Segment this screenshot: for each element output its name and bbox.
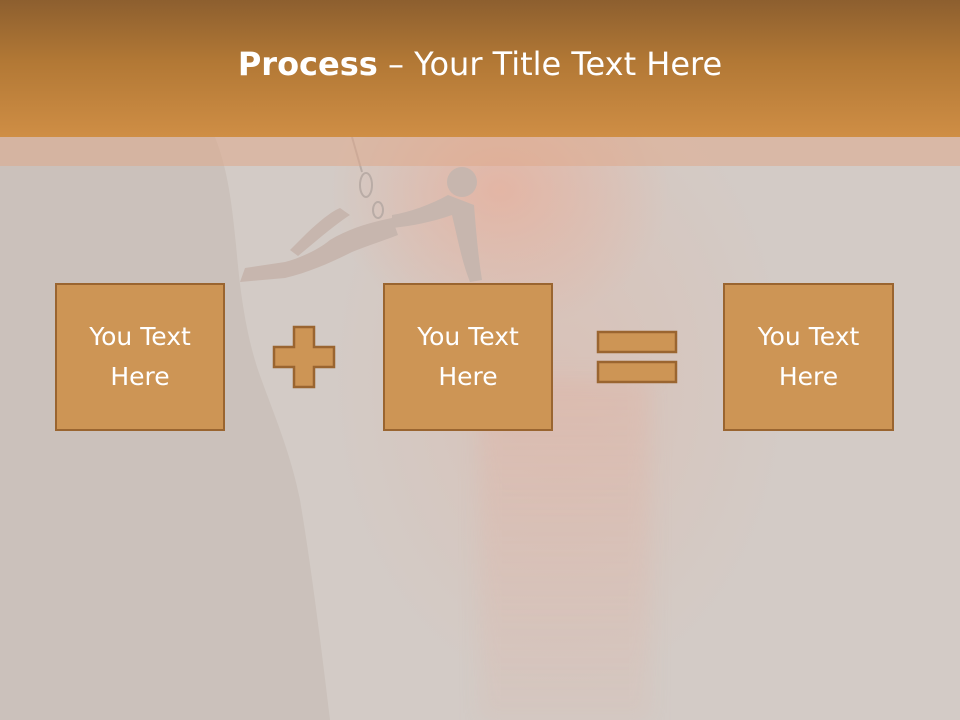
process-box-1[interactable]: You Text Here — [55, 283, 225, 431]
background-reflection — [480, 380, 650, 720]
plus-icon — [272, 325, 336, 389]
slide-title: Process – Your Title Text Here — [238, 45, 722, 83]
equals-icon — [596, 330, 678, 384]
title-rest-text: – Your Title Text Here — [377, 44, 723, 83]
title-bar: Process – Your Title Text Here — [0, 0, 960, 137]
process-box-2[interactable]: You Text Here — [383, 283, 553, 431]
title-underband — [0, 137, 960, 166]
process-box-3[interactable]: You Text Here — [723, 283, 894, 431]
title-bold-text: Process — [237, 44, 378, 83]
